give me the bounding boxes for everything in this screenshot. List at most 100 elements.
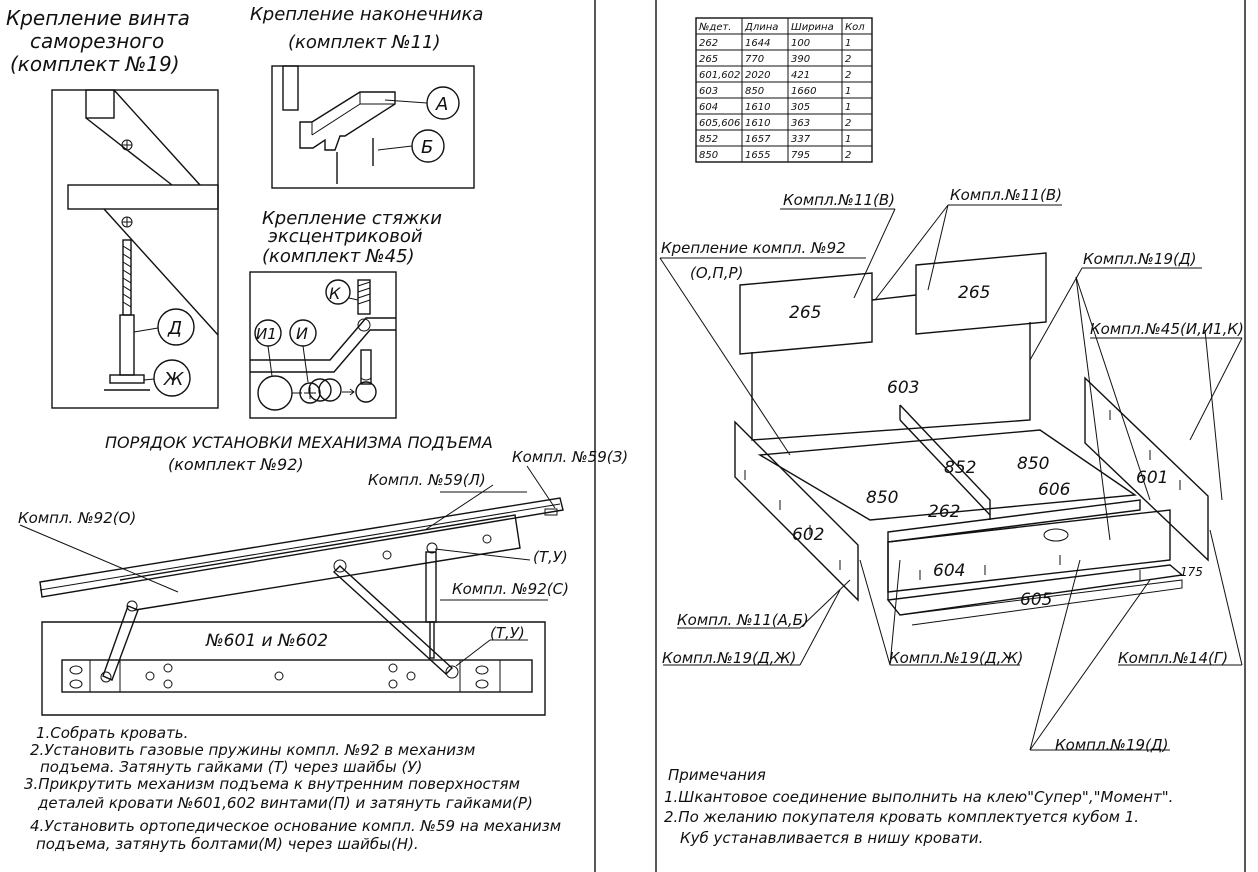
table-cell: 100 (791, 38, 810, 49)
table-cell: 2 (845, 54, 851, 65)
note-1: 1.Шкантовое соединение выполнить на клею… (664, 788, 1173, 806)
part-605: 605 (1020, 590, 1052, 610)
callout-k11v-left: Компл.№11(В) (783, 191, 895, 209)
callout-Zh: Ж (163, 369, 184, 390)
bed-assembly (659, 204, 1243, 751)
table-cell: 850 (745, 86, 764, 97)
table-cell: 337 (791, 134, 811, 145)
ecc-title-line3: (комплект №45) (262, 246, 415, 267)
callout-A: А (435, 94, 448, 115)
step-3a: 3.Прикрутить механизм подъема к внутренн… (24, 775, 520, 793)
callout-K: К (329, 284, 341, 303)
part-603: 603 (887, 378, 919, 398)
table-cell: 1660 (791, 86, 816, 97)
notes: Примечания 1.Шкантовое соединение выполн… (664, 766, 1173, 847)
screw-title-line2: саморезного (30, 29, 164, 53)
table-cell: 2 (845, 150, 851, 161)
callout-k45: Компл.№45(И,И1,К) (1090, 320, 1244, 338)
table-header-cell: Ширина (791, 22, 834, 33)
table-cell: 770 (745, 54, 764, 65)
label-tu1: (Т,У) (533, 548, 568, 566)
label-k59l: Компл. №59(Л) (368, 471, 486, 489)
table-header-cell: Длина (744, 22, 778, 33)
callout-D: Д (167, 318, 182, 339)
parts-table: №дет. Длина Ширина Кол 262 1644 100 1 265 770 390 2… (695, 17, 873, 163)
part-606: 606 (1038, 480, 1071, 500)
screw-title-line1: Крепление винта (6, 6, 190, 30)
screw-title-line3: (комплект №19) (10, 52, 180, 76)
callout-k19d-bottom: Компл.№19(Д) (1055, 736, 1168, 754)
dimension-175: 175 (1180, 565, 1203, 579)
part-850-left: 850 (866, 488, 898, 508)
part-265-right: 265 (958, 283, 990, 303)
table-cell: 852 (699, 134, 718, 145)
callout-k19dzh-left: Компл.№19(Д,Ж) (662, 649, 796, 667)
callout-k11v-right: Компл.№11(В) (950, 186, 1062, 204)
table-header-cell: №дет. (698, 22, 731, 33)
note-2b: Куб устанавливается в нишу кровати. (680, 829, 983, 847)
callout-B: Б (421, 137, 433, 158)
table-cell: 2 (845, 118, 851, 129)
step-2b: подъема. Затянуть гайками (Т) через шайб… (40, 758, 422, 776)
table-cell: 1644 (745, 38, 770, 49)
table-cell: 262 (699, 38, 718, 49)
table-cell: 795 (791, 150, 810, 161)
table-cell: 390 (791, 54, 810, 65)
table-cell: 1 (845, 38, 851, 49)
callout-k92-title: Крепление компл. №92 (661, 239, 846, 257)
step-4b: подъема, затянуть болтами(М) через шайбы… (36, 835, 419, 853)
table-cell: 363 (791, 118, 810, 129)
table-cell: 603 (699, 86, 718, 97)
ecc-title-line2: эксцентриковой (268, 226, 423, 247)
step-1: 1.Собрать кровать. (36, 724, 188, 742)
part-852: 852 (944, 458, 976, 478)
tip-title-line2: (комплект №11) (288, 32, 441, 53)
lift-mechanism (19, 465, 564, 716)
part-601: 601 (1136, 468, 1168, 488)
callout-k19d-top: Компл.№19(Д) (1083, 250, 1196, 268)
notes-title: Примечания (668, 766, 766, 784)
part-604: 604 (933, 561, 965, 581)
callout-k92-parts: (О,П,Р) (690, 264, 743, 282)
table-cell: 1 (845, 86, 851, 97)
table-cell: 1655 (745, 150, 770, 161)
callout-k19dzh-mid: Компл.№19(Д,Ж) (889, 649, 1023, 667)
label-k92s: Компл. №92(С) (452, 580, 569, 598)
table-cell: 1657 (745, 134, 771, 145)
callout-I: И (296, 324, 308, 343)
table-cell: 305 (791, 102, 810, 113)
label-k92o: Компл. №92(О) (18, 509, 136, 527)
tip-title-line1: Крепление наконечника (250, 4, 483, 25)
label-panel: №601 и №602 (205, 631, 328, 651)
table-cell: 421 (791, 70, 810, 81)
note-2a: 2.По желанию покупателя кровать комплект… (664, 808, 1139, 826)
screw-detail (51, 89, 219, 409)
table-header-cell: Кол (845, 22, 865, 33)
table-cell: 1 (845, 134, 851, 145)
part-262: 262 (928, 502, 960, 522)
table-cell: 604 (699, 102, 718, 113)
table-cell: 605,606 (699, 118, 740, 129)
eccentric-detail (249, 271, 397, 419)
part-265-left: 265 (789, 303, 821, 323)
assembly-steps: 1.Собрать кровать. 2.Установить газовые … (24, 724, 561, 853)
table-cell: 2 (845, 70, 851, 81)
part-850-right: 850 (1017, 454, 1049, 474)
table-cell: 1 (845, 102, 851, 113)
table-border (695, 17, 873, 163)
ecc-title-line1: Крепление стяжки (262, 208, 442, 229)
label-tu2: (Т,У) (490, 624, 525, 642)
label-k59z: Компл. №59(З) (512, 448, 628, 466)
step-2a: 2.Установить газовые пружины компл. №92 … (30, 741, 475, 759)
table-cell: 2020 (745, 70, 770, 81)
step-3b: деталей кровати №601,602 винтами(П) и за… (37, 794, 533, 812)
table-cell: 1610 (745, 102, 770, 113)
screw-title: Крепление винта саморезного (комплект №1… (6, 6, 190, 76)
mech-subtitle: (комплект №92) (168, 455, 304, 474)
table-cell: 1610 (745, 118, 770, 129)
callout-I1: И1 (256, 325, 277, 343)
table-cell: 265 (699, 54, 718, 65)
part-602: 602 (792, 525, 824, 545)
table-cell: 850 (699, 150, 718, 161)
